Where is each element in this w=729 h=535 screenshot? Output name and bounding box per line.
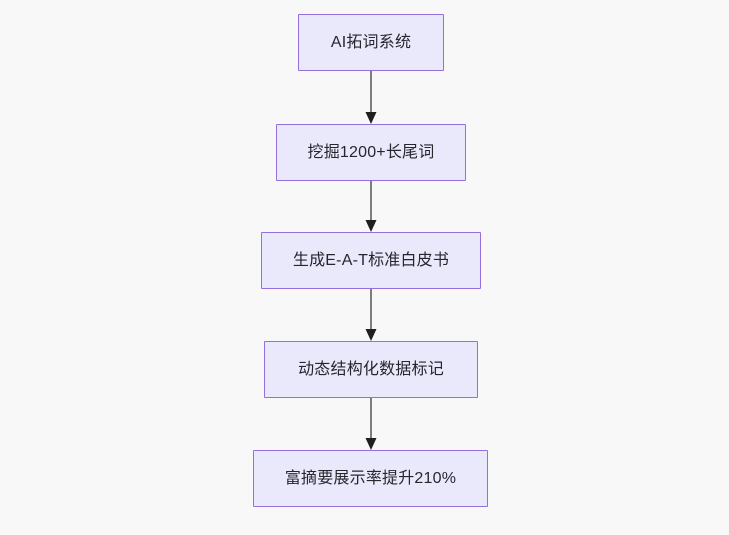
flow-node-dynamic-structured-data-markup[interactable]: 动态结构化数据标记 xyxy=(264,341,478,398)
flow-node-label: 富摘要展示率提升210% xyxy=(284,469,457,487)
connector-node4-node5 xyxy=(365,398,377,450)
flow-node-label: 挖掘1200+长尾词 xyxy=(307,143,435,161)
flow-node-label: AI拓词系统 xyxy=(330,33,412,51)
flow-node-mine-longtail-keywords[interactable]: 挖掘1200+长尾词 xyxy=(276,124,466,181)
connector-node2-node3 xyxy=(365,181,377,232)
flow-node-generate-eat-whitepaper[interactable]: 生成E-A-T标准白皮书 xyxy=(261,232,481,289)
flow-node-ai-keyword-system[interactable]: AI拓词系统 xyxy=(298,14,444,71)
connector-node3-node4 xyxy=(365,289,377,341)
flow-node-label: 生成E-A-T标准白皮书 xyxy=(292,251,450,269)
flow-node-rich-snippet-impression-lift[interactable]: 富摘要展示率提升210% xyxy=(253,450,488,507)
flow-node-label: 动态结构化数据标记 xyxy=(298,360,444,378)
connector-node1-node2 xyxy=(365,71,377,124)
